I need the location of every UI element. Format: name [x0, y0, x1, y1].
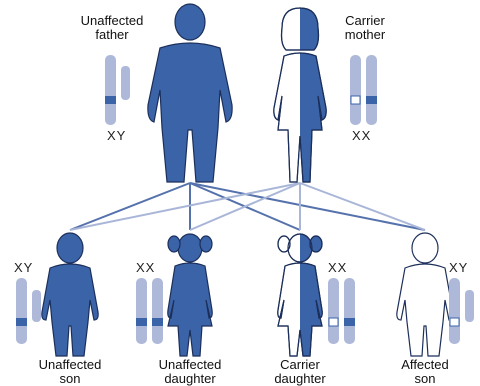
son-affected-chromosomes	[449, 278, 474, 344]
father-chromosomes	[105, 55, 130, 125]
child-label-unaffected-son: Unaffected son	[20, 358, 120, 386]
son-affected-figure	[397, 233, 453, 356]
child-label-line1: Unaffected	[140, 358, 240, 372]
mother-label-line1: Carrier	[320, 14, 410, 28]
child-label-line1: Unaffected	[20, 358, 120, 372]
mother-label-line2: mother	[320, 28, 410, 42]
son-affected-chromosome-letters: XY	[449, 260, 468, 275]
line-mother-son2	[300, 183, 425, 230]
child-label-line2: son	[20, 372, 120, 386]
mother-chromosomes	[350, 55, 377, 125]
child-label-line2: daughter	[250, 372, 350, 386]
father-label-line2: father	[62, 28, 162, 42]
mother-figure	[274, 8, 326, 182]
daughter-unaffected-figure	[168, 234, 212, 356]
son-unaffected-figure	[42, 233, 98, 356]
child-label-affected-son: Affected son	[375, 358, 475, 386]
line-father-son2	[190, 183, 425, 230]
daughter-carrier-figure	[278, 234, 322, 356]
child-label-line1: Carrier	[250, 358, 350, 372]
child-label-line2: daughter	[140, 372, 240, 386]
daughter-unaffected-chromosome-letters: XX	[136, 260, 155, 275]
child-label-line1: Affected	[375, 358, 475, 372]
line-mother-son	[70, 183, 300, 230]
daughter-carrier-chromosomes	[328, 278, 355, 344]
father-label-line1: Unaffected	[62, 14, 162, 28]
son-unaffected-chromosome-letters: XY	[14, 260, 33, 275]
mother-label: Carrier mother	[320, 14, 410, 42]
child-label-unaffected-daughter: Unaffected daughter	[140, 358, 240, 386]
child-label-line2: son	[375, 372, 475, 386]
line-father-son	[70, 183, 190, 230]
daughter-carrier-chromosome-letters: XX	[328, 260, 347, 275]
father-label: Unaffected father	[62, 14, 162, 42]
mother-chromosome-letters: XX	[352, 128, 371, 143]
father-chromosome-letters: XY	[107, 128, 126, 143]
daughter-unaffected-chromosomes	[136, 278, 163, 344]
child-label-carrier-daughter: Carrier daughter	[250, 358, 350, 386]
inheritance-lines	[70, 183, 425, 230]
son-unaffected-chromosomes	[16, 278, 41, 344]
